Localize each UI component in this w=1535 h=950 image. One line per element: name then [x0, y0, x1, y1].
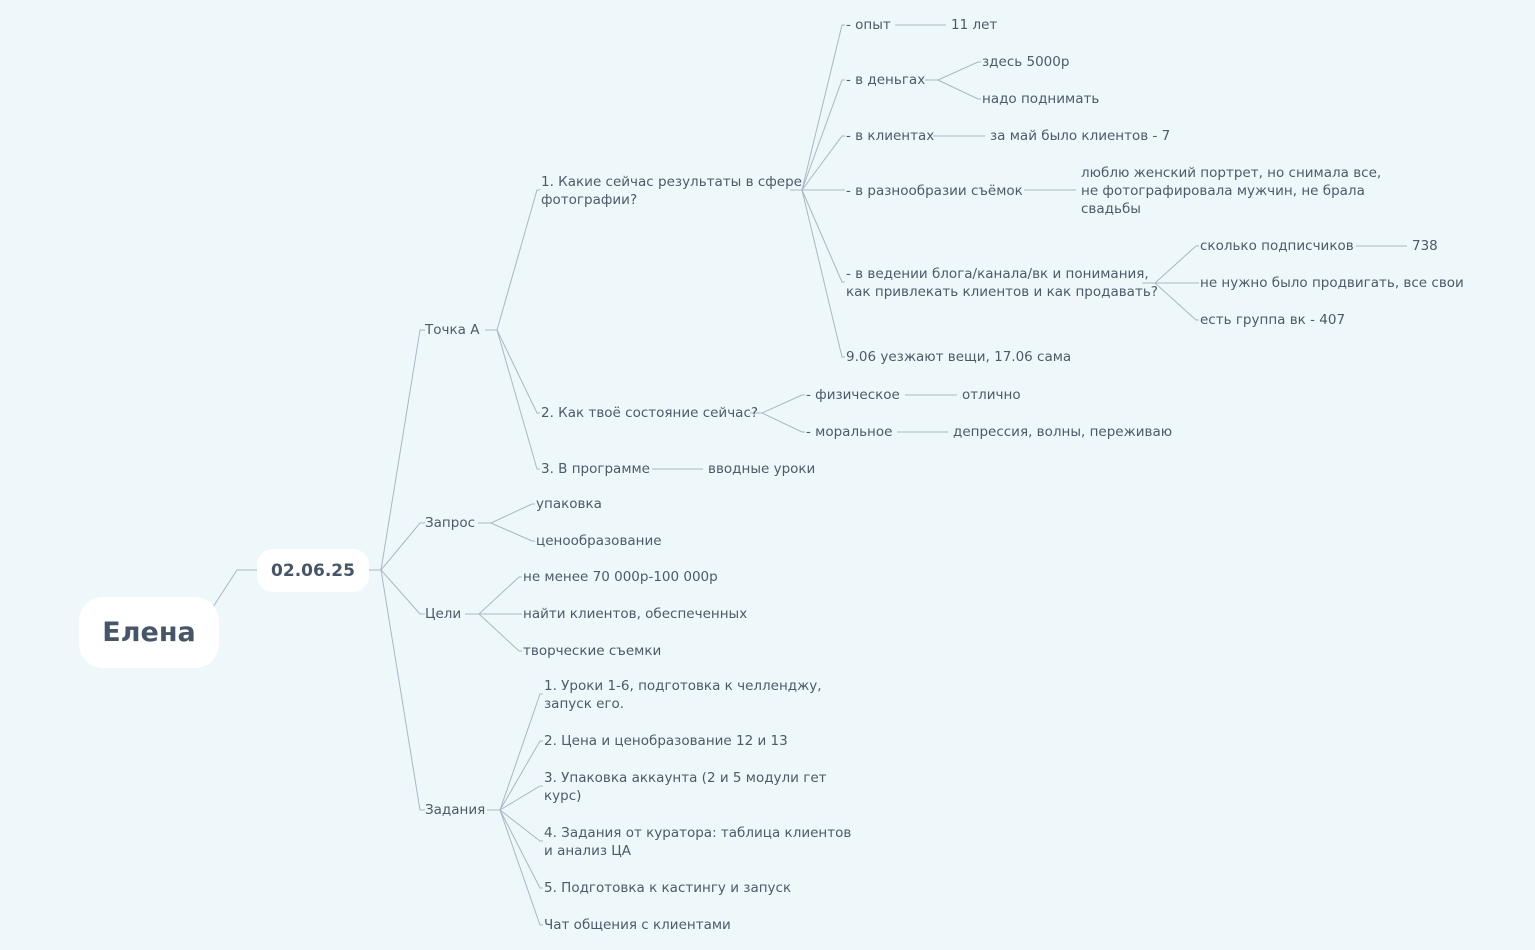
connector: [790, 24, 845, 191]
task-2-node[interactable]: 2. Цена и ценобразование 12 и 13: [544, 733, 788, 749]
dengi-value-1[interactable]: здесь 5000р: [982, 54, 1070, 70]
zapros-item-upakovka[interactable]: упаковка: [536, 496, 602, 512]
klienty-value[interactable]: за май было клиентов - 7: [990, 128, 1171, 144]
connector: [925, 61, 981, 81]
moral-node[interactable]: - моральное: [806, 424, 893, 440]
zapros-item-cenoobrazovanie[interactable]: ценообразование: [536, 533, 662, 549]
task-4-line1: 4. Задания от куратора: таблица клиентов: [544, 825, 852, 841]
connector: [499, 809, 543, 889]
connector: [801, 79, 845, 191]
branch-tochka-a[interactable]: Точка А: [425, 322, 480, 338]
celi-item-clients[interactable]: найти клиентов, обеспеченных: [523, 606, 748, 622]
connector: [1142, 245, 1199, 284]
dengi-node[interactable]: - в деньгах: [846, 72, 926, 88]
raznoobrazie-value-line2: не фотографировала мужчин, не брала: [1081, 183, 1365, 199]
question-2-node[interactable]: 2. Как твоё состояние сейчас?: [541, 405, 759, 421]
opyt-value[interactable]: 11 лет: [951, 17, 998, 33]
subscribers-value[interactable]: 738: [1412, 238, 1438, 254]
klienty-node[interactable]: - в клиентах: [846, 128, 935, 144]
moral-value[interactable]: депрессия, волны, переживаю: [953, 424, 1173, 440]
question-3-value[interactable]: вводные уроки: [708, 461, 816, 477]
physical-node[interactable]: - физическое: [806, 387, 900, 403]
connector: [937, 79, 981, 100]
connector: [496, 329, 540, 414]
question-1-node[interactable]: 1. Какие сейчас результаты в сфере фотог…: [541, 173, 802, 209]
connector: [487, 693, 543, 811]
raznoobrazie-value-line1: люблю женский портрет, но снимала все,: [1081, 165, 1382, 181]
question-1-line2: фотографии?: [541, 192, 638, 208]
connector: [369, 329, 425, 571]
root-node[interactable]: Елена: [79, 597, 219, 668]
date-node[interactable]: 02.06.25: [257, 549, 369, 592]
connector: [465, 576, 522, 615]
celi-item-creative[interactable]: творческие съемки: [523, 643, 662, 659]
connector: [478, 613, 522, 652]
celi-item-income[interactable]: не менее 70 000р-100 000р: [523, 569, 718, 585]
connector: [478, 503, 535, 524]
task-6-node[interactable]: Чат общения с клиентами: [544, 917, 731, 933]
task-1-node[interactable]: 1. Уроки 1-6, подготовка к челленджу, за…: [544, 677, 822, 713]
task-3-line2: курс): [544, 788, 582, 804]
dengi-value-2[interactable]: надо поднимать: [982, 91, 1100, 107]
blog-line1: - в ведении блога/канала/вк и понимания,: [846, 266, 1149, 282]
task-1-line1: 1. Уроки 1-6, подготовка к челленджу,: [544, 678, 822, 694]
task-5-node[interactable]: 5. Подготовка к кастингу и запуск: [544, 880, 792, 896]
task-1-line2: запуск его.: [544, 696, 625, 712]
branch-celi[interactable]: Цели: [425, 606, 462, 622]
connector: [380, 522, 425, 571]
connector: [380, 569, 425, 811]
branch-zapros[interactable]: Запрос: [425, 515, 476, 531]
connector: [499, 809, 543, 926]
task-4-line2: и анализ ЦА: [544, 843, 632, 859]
connector: [801, 135, 845, 191]
move-node[interactable]: 9.06 уезжают вещи, 17.06 сама: [846, 349, 1072, 365]
branch-zadaniya[interactable]: Задания: [425, 802, 486, 818]
connector: [212, 569, 257, 608]
connector: [761, 412, 805, 433]
no-promo-node[interactable]: не нужно было продвигать, все свои: [1200, 275, 1464, 291]
task-3-line1: 3. Упаковка аккаунта (2 и 5 модули гет: [544, 770, 827, 786]
raznoobrazie-node[interactable]: - в разнообразии съёмок: [846, 183, 1023, 199]
connector: [801, 189, 845, 358]
vk-group-node[interactable]: есть группа вк - 407: [1200, 312, 1346, 328]
question-3-node[interactable]: 3. В программе: [541, 461, 650, 477]
physical-value[interactable]: отлично: [962, 387, 1021, 403]
task-3-node[interactable]: 3. Упаковка аккаунта (2 и 5 модули гет к…: [544, 769, 827, 805]
raznoobrazie-value[interactable]: люблю женский портрет, но снимала все, н…: [1081, 164, 1381, 218]
subscribers-node[interactable]: сколько подписчиков: [1200, 238, 1354, 254]
connector: [499, 809, 543, 842]
question-1-line1: 1. Какие сейчас результаты в сфере: [541, 174, 802, 190]
blog-node[interactable]: - в ведении блога/канала/вк и понимания,…: [846, 265, 1158, 301]
opyt-node[interactable]: - опыт: [846, 17, 891, 33]
connector: [1154, 282, 1199, 321]
connector: [496, 329, 540, 470]
connector: [801, 189, 845, 283]
task-4-node[interactable]: 4. Задания от куратора: таблица клиентов…: [544, 824, 851, 860]
connector: [490, 522, 535, 542]
connector: [750, 394, 805, 414]
connector: [499, 740, 543, 811]
blog-line2: как привлекать клиентов и как продавать?: [846, 284, 1158, 300]
connector: [380, 569, 425, 615]
connector: [499, 785, 543, 811]
raznoobrazie-value-line3: свадьбы: [1081, 201, 1141, 217]
connector: [485, 189, 540, 331]
